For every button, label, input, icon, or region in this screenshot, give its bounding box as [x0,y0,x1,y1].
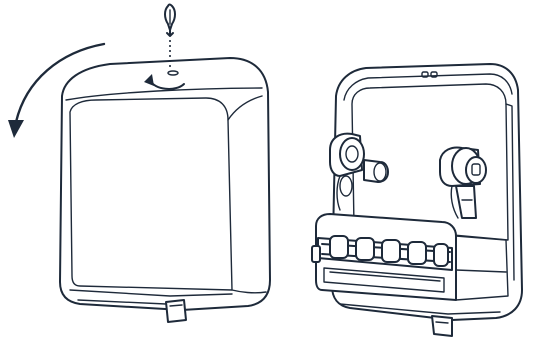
key-icon [165,5,175,69]
dispenser-base [312,64,522,336]
dispenser-cover [60,58,270,322]
